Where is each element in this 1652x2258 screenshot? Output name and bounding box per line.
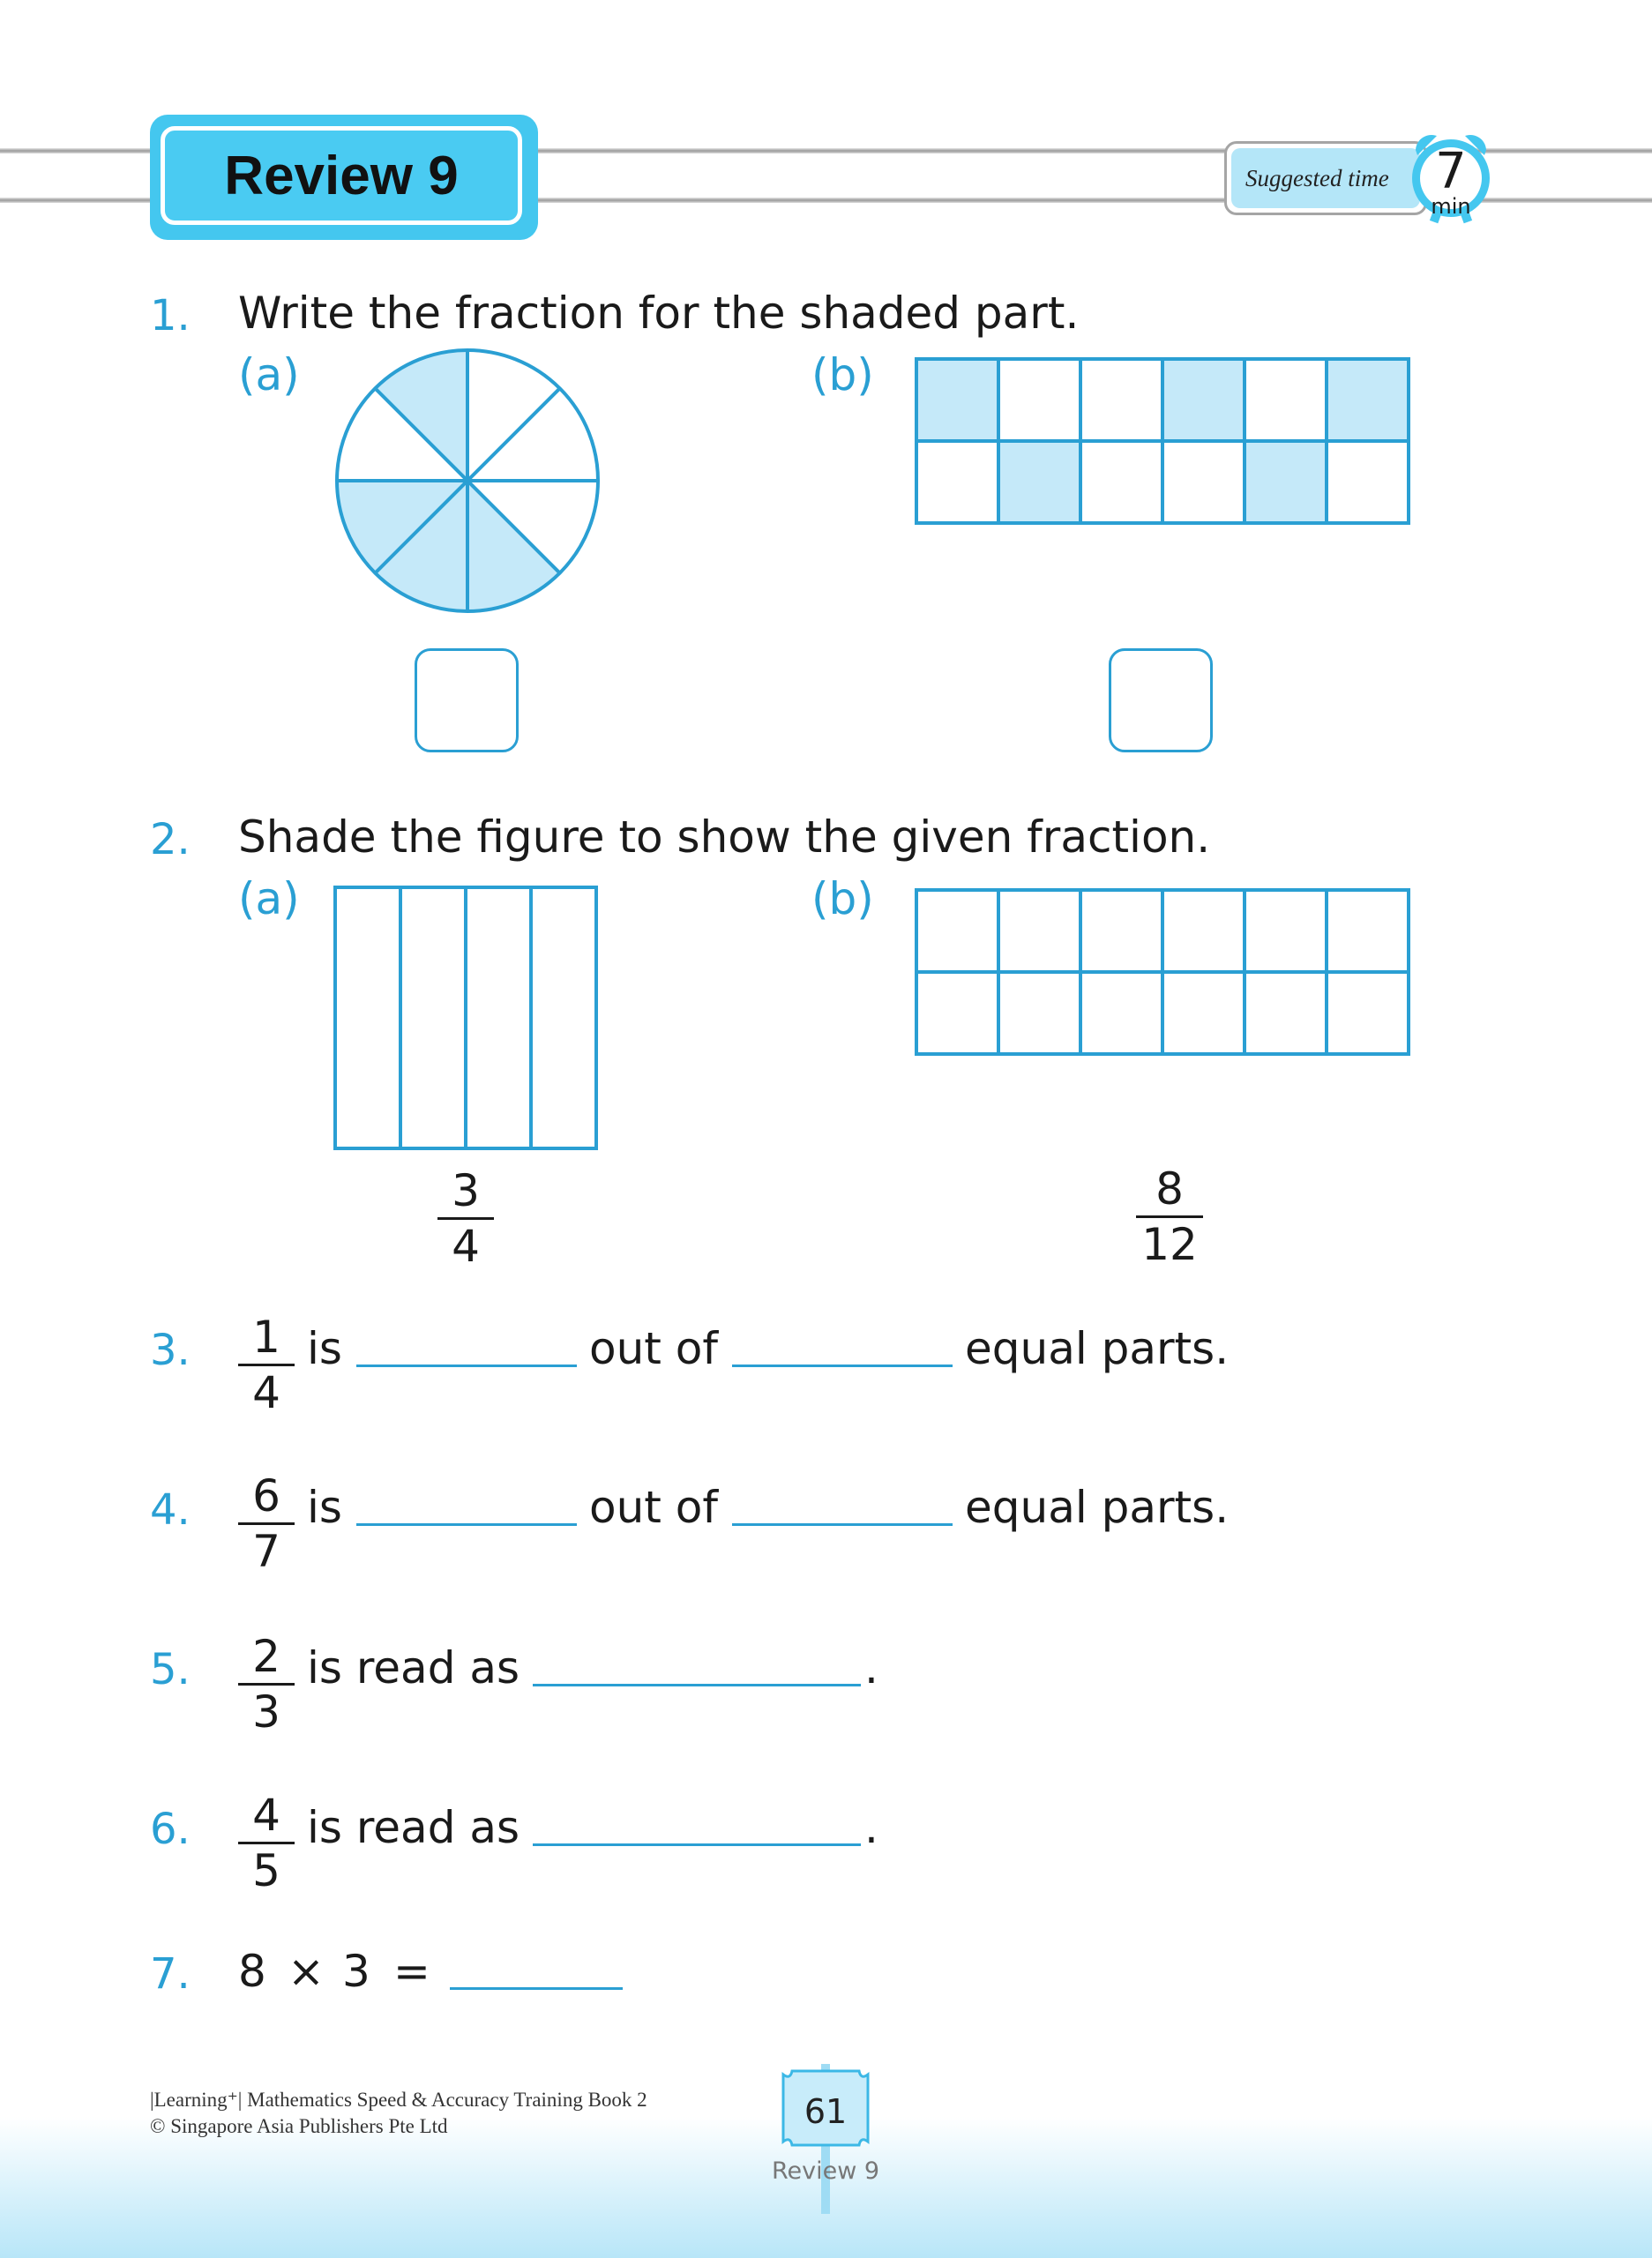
q4-equal-parts: equal parts. [965, 1482, 1230, 1533]
time-value: 7 [1435, 143, 1467, 200]
fraction-bar [238, 1683, 295, 1686]
q2a-strip-figure[interactable] [333, 885, 601, 1151]
suggested-time-label: Suggested time [1231, 148, 1420, 208]
q2-text: Shade the figure to show the given fract… [238, 811, 1211, 863]
q1-label-b: (b) [811, 349, 874, 400]
q7-operator: × [288, 1946, 325, 1997]
q2a-numerator: 3 [452, 1165, 480, 1216]
q3-out-of: out of [589, 1323, 718, 1374]
q4-is: is [307, 1482, 342, 1533]
q4-numerator: 6 [252, 1470, 280, 1522]
header-rule-bottom [0, 198, 1652, 203]
q5-number: 5. [150, 1645, 191, 1694]
q3-denominator: 4 [252, 1367, 280, 1418]
footer-copyright: © Singapore Asia Publishers Pte Ltd [150, 2115, 448, 2137]
q2a-fraction: 3 4 [437, 1166, 494, 1271]
q5-read-as: is read as [307, 1642, 520, 1694]
q2b-fraction: 8 12 [1136, 1164, 1203, 1269]
q6-number: 6. [150, 1805, 191, 1854]
q5-fraction: 2 3 [238, 1632, 295, 1737]
q2b-numerator: 8 [1155, 1163, 1184, 1215]
q2-number: 2. [150, 815, 191, 864]
q6-denominator: 5 [252, 1845, 280, 1896]
q6-period: . [864, 1802, 878, 1853]
q7-equals: = [393, 1946, 430, 1997]
q3-is: is [307, 1323, 342, 1374]
q2-label-a: (a) [238, 873, 300, 924]
q5-blank[interactable] [533, 1684, 861, 1686]
q1-text: Write the fraction for the shaded part. [238, 288, 1080, 339]
q7-answer-blank[interactable] [450, 1987, 623, 1990]
q5-numerator: 2 [252, 1631, 280, 1682]
q2b-denominator: 12 [1141, 1219, 1198, 1270]
fraction-bar [238, 1364, 295, 1366]
footer-book-title: |Learning⁺| Mathematics Speed & Accuracy… [150, 2089, 647, 2111]
q5-denominator: 3 [252, 1686, 280, 1738]
q6-read-as: is read as [307, 1802, 520, 1853]
page-number: 61 [804, 2092, 848, 2131]
q1b-grid-figure [915, 357, 1410, 525]
header-rule-top [0, 148, 1652, 153]
q4-fraction: 6 7 [238, 1471, 295, 1576]
q4-number: 4. [150, 1485, 191, 1535]
q7-operand-a: 8 [238, 1946, 266, 1997]
q6-numerator: 4 [252, 1790, 280, 1841]
q4-blank-2[interactable] [732, 1523, 953, 1526]
q2a-denominator: 4 [452, 1221, 480, 1272]
q6-blank[interactable] [533, 1843, 861, 1846]
q3-number: 3. [150, 1326, 191, 1375]
q3-blank-1[interactable] [356, 1365, 577, 1367]
q3-equal-parts: equal parts. [965, 1323, 1230, 1374]
q1-label-a: (a) [238, 349, 300, 400]
q3-blank-2[interactable] [732, 1365, 953, 1367]
q1a-circle-figure [335, 348, 600, 613]
q4-blank-1[interactable] [356, 1523, 577, 1526]
fraction-bar [437, 1217, 494, 1220]
page-title: Review 9 [161, 126, 522, 225]
q1b-answer-box[interactable] [1109, 648, 1213, 752]
q4-denominator: 7 [252, 1526, 280, 1577]
q3-fraction: 1 4 [238, 1312, 295, 1417]
page-number-badge [781, 2064, 870, 2214]
q4-out-of: out of [589, 1482, 718, 1533]
q1a-answer-box[interactable] [415, 648, 519, 752]
q2-label-b: (b) [811, 873, 874, 924]
fraction-bar [238, 1842, 295, 1844]
alarm-clock-icon [1412, 134, 1490, 224]
fraction-bar [238, 1522, 295, 1525]
q2b-grid-figure[interactable] [914, 887, 1413, 1060]
q3-numerator: 1 [252, 1312, 280, 1363]
q7-operand-b: 3 [342, 1946, 370, 1997]
q6-fraction: 4 5 [238, 1791, 295, 1895]
q5-period: . [864, 1642, 878, 1694]
time-unit: min [1431, 194, 1471, 219]
fraction-bar [1136, 1215, 1203, 1218]
q7-number: 7. [150, 1949, 191, 1999]
page-label: Review 9 [771, 2157, 880, 2185]
q1-number: 1. [150, 291, 191, 340]
